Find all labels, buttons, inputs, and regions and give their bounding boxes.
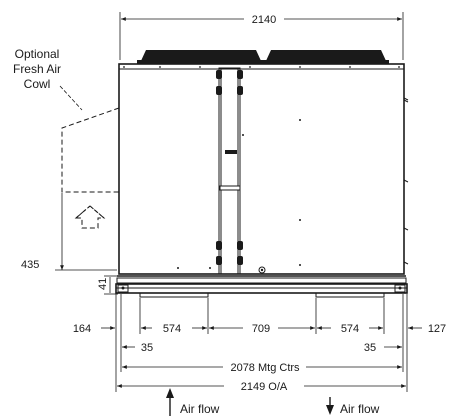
dim-2149-label: 2149 O/A — [241, 381, 288, 393]
air-flow-out-indicator: Air flow — [326, 397, 380, 416]
dimension-2149: 2149 O/A — [117, 381, 406, 393]
dimension-2140: 2140 — [119, 12, 404, 60]
dim-164-label: 164 — [73, 323, 91, 335]
dimension-2078: 2078 Mtg Ctrs — [122, 362, 402, 374]
extension-lines — [115, 294, 408, 392]
dim-574-left-label: 574 — [163, 323, 181, 335]
arrow-down-icon — [326, 405, 334, 415]
dim-574-right-label: 574 — [341, 323, 359, 335]
dim-127-label: 127 — [428, 323, 446, 335]
dim-709-label: 709 — [252, 323, 270, 335]
dimension-435: 435 — [21, 193, 117, 271]
cowl-label-line3: Cowl — [24, 77, 51, 91]
cowl-label-line1: Optional — [15, 47, 60, 61]
air-flow-in-indicator: Air flow — [166, 388, 220, 416]
dim-35-left-label: 35 — [141, 342, 153, 354]
base-frame — [115, 275, 408, 298]
unit-cabinet — [118, 63, 409, 275]
dimension-row-bays: 164 574 709 574 127 — [73, 323, 446, 335]
dim-2140-label: 2140 — [252, 14, 276, 26]
dim-41-label: 41 — [97, 278, 109, 290]
condenser-fans — [137, 50, 389, 64]
fresh-air-cowl-outline — [59, 85, 120, 229]
arrow-up-icon — [166, 388, 174, 398]
cowl-label: Optional Fresh Air Cowl — [13, 47, 61, 91]
dim-435-label: 435 — [21, 259, 39, 271]
dimension-row-offsets: 35 35 — [122, 342, 402, 354]
air-flow-in-label: Air flow — [180, 402, 220, 416]
dim-2078-label: 2078 Mtg Ctrs — [230, 362, 300, 374]
air-flow-out-label: Air flow — [340, 402, 380, 416]
service-panel — [216, 67, 266, 275]
dim-35-right-label: 35 — [364, 342, 376, 354]
dimension-41: 41 — [97, 275, 118, 295]
cowl-label-line2: Fresh Air — [13, 62, 61, 76]
